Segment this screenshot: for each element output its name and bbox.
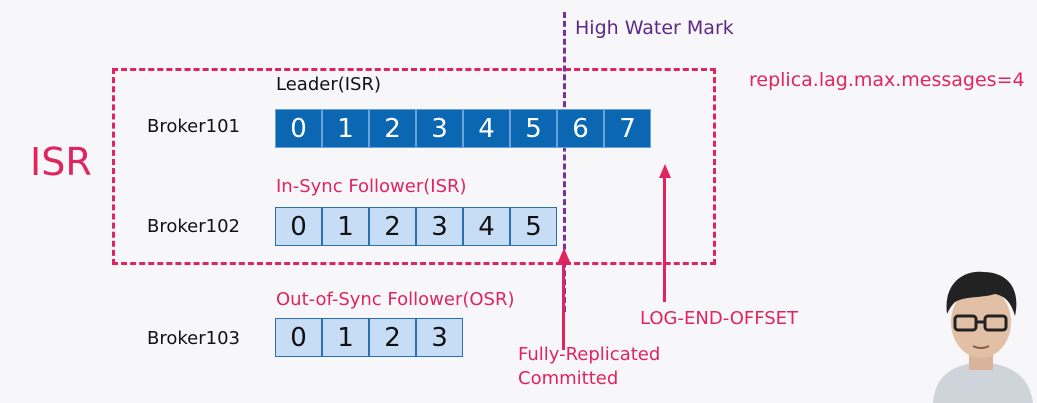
log-offset-cell: 1 bbox=[322, 109, 369, 148]
log-offset-cell: 0 bbox=[275, 207, 322, 246]
in-sync-follower-role-label: In-Sync Follower(ISR) bbox=[276, 176, 467, 197]
log-end-offset-arrow bbox=[659, 164, 671, 302]
broker102-log: 0 1 2 3 4 5 bbox=[275, 207, 557, 246]
committed-label-line2: Committed bbox=[518, 368, 619, 389]
broker101-label: Broker101 bbox=[147, 116, 240, 137]
log-offset-cell: 3 bbox=[416, 207, 463, 246]
log-offset-cell: 4 bbox=[463, 207, 510, 246]
presenter-video bbox=[925, 262, 1037, 403]
lag-config-label: replica.lag.max.messages=4 bbox=[749, 69, 1025, 91]
committed-arrow-head bbox=[558, 248, 570, 262]
log-offset-cell: 6 bbox=[557, 109, 604, 148]
committed-label-line1: Fully-Replicated bbox=[518, 344, 661, 365]
broker103-log: 0 1 2 3 bbox=[275, 318, 463, 357]
high-water-mark-label: High Water Mark bbox=[575, 17, 734, 39]
log-offset-cell: 2 bbox=[369, 207, 416, 246]
log-offset-cell: 0 bbox=[275, 109, 322, 148]
broker103-label: Broker103 bbox=[147, 328, 240, 349]
log-end-offset-arrow-head bbox=[659, 164, 671, 178]
log-offset-cell: 1 bbox=[322, 207, 369, 246]
log-offset-cell: 5 bbox=[510, 109, 557, 148]
committed-arrow-shaft bbox=[562, 262, 565, 350]
isr-group-box bbox=[112, 68, 716, 265]
broker101-log: 0 1 2 3 4 5 6 7 bbox=[275, 109, 651, 148]
log-offset-cell: 5 bbox=[510, 207, 557, 246]
log-offset-cell: 4 bbox=[463, 109, 510, 148]
log-end-offset-label: LOG-END-OFFSET bbox=[640, 308, 799, 329]
log-offset-cell: 3 bbox=[416, 109, 463, 148]
log-offset-cell: 7 bbox=[604, 109, 651, 148]
broker102-label: Broker102 bbox=[147, 216, 240, 237]
log-offset-cell: 2 bbox=[369, 109, 416, 148]
log-offset-cell: 1 bbox=[322, 318, 369, 357]
leader-role-label: Leader(ISR) bbox=[276, 74, 382, 95]
log-end-offset-arrow-shaft bbox=[663, 178, 666, 302]
log-offset-cell: 0 bbox=[275, 318, 322, 357]
log-offset-cell: 3 bbox=[416, 318, 463, 357]
log-offset-cell: 2 bbox=[369, 318, 416, 357]
high-water-mark-line bbox=[563, 12, 566, 312]
out-of-sync-follower-role-label: Out-of-Sync Follower(OSR) bbox=[276, 289, 515, 310]
presenter-illustration bbox=[925, 262, 1037, 403]
committed-arrow bbox=[558, 248, 570, 350]
isr-group-label: ISR bbox=[30, 140, 92, 184]
